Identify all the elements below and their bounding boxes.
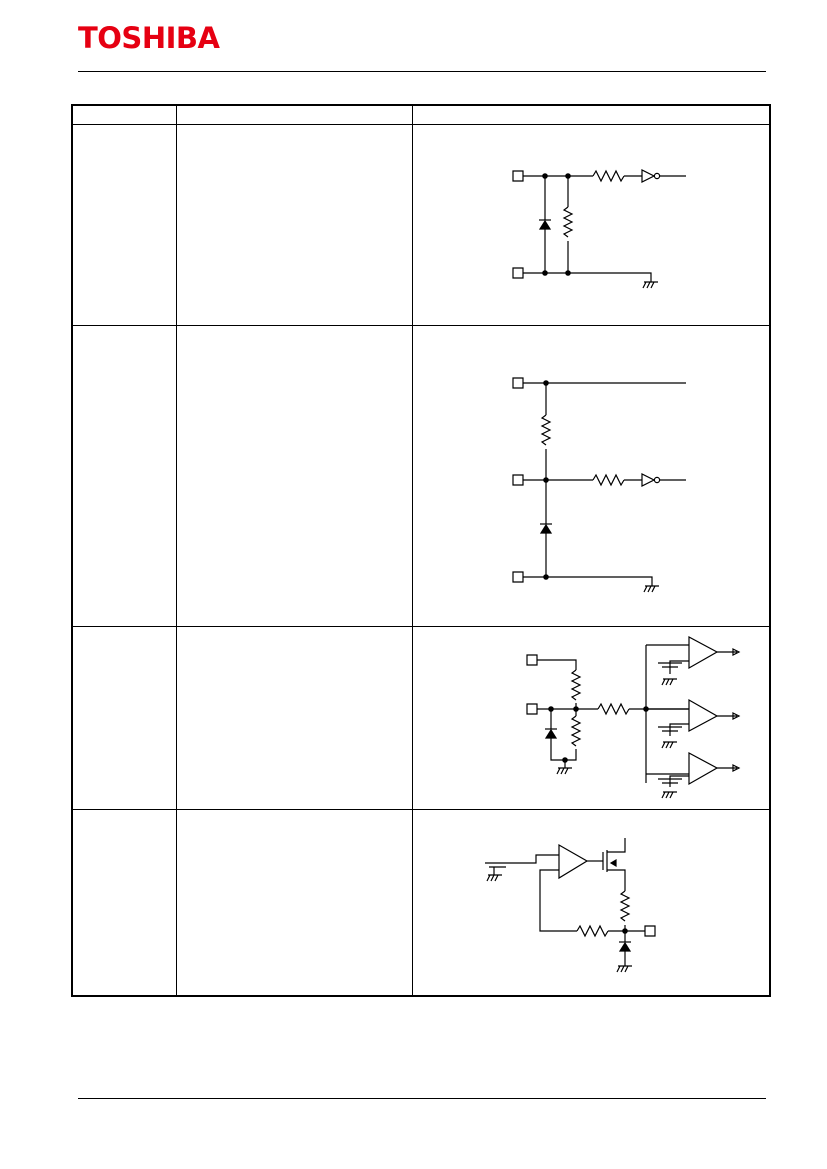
output-arrow xyxy=(717,765,739,771)
reference-source-icon xyxy=(658,727,682,731)
column-divider xyxy=(412,104,413,997)
ground-icon xyxy=(662,792,677,798)
pulldown-resistor xyxy=(564,207,572,237)
ground-icon xyxy=(557,768,572,774)
column-divider xyxy=(176,104,177,997)
junction-dot xyxy=(623,929,627,933)
wire xyxy=(646,645,689,774)
comparator-icon xyxy=(689,637,717,668)
table-border xyxy=(71,104,771,997)
comparator-icon xyxy=(689,700,717,731)
reference-source-icon xyxy=(658,663,682,667)
header-row-divider xyxy=(71,124,771,125)
reference-source-icon xyxy=(485,863,510,867)
pullup-resistor xyxy=(542,415,550,445)
feedback-resistor xyxy=(577,926,608,936)
ground-icon xyxy=(487,875,502,881)
wire xyxy=(565,749,576,760)
feedback-wire xyxy=(540,870,577,931)
output-arrow xyxy=(717,649,739,655)
ground-icon xyxy=(644,586,659,592)
row-divider xyxy=(71,325,771,326)
ground-icon xyxy=(662,742,677,748)
header-rule xyxy=(78,71,766,72)
wire xyxy=(551,738,565,768)
series-resistor xyxy=(598,704,629,714)
divider-resistor-bottom xyxy=(572,716,580,746)
junction-dot xyxy=(543,271,547,275)
output-arrow xyxy=(717,713,739,719)
junction-dot xyxy=(544,381,548,385)
divider-resistor-top xyxy=(572,670,580,700)
junction-dot xyxy=(544,478,548,482)
inverter-buffer-icon xyxy=(642,170,654,182)
junction-dot xyxy=(549,707,553,711)
diode-icon xyxy=(620,943,630,951)
wire xyxy=(523,577,652,586)
junction-dot xyxy=(544,575,548,579)
row-divider xyxy=(71,626,771,627)
inverter-buffer-icon xyxy=(642,474,654,486)
ground-icon xyxy=(617,966,632,972)
row-divider xyxy=(71,809,771,810)
junction-dot xyxy=(563,758,567,762)
ground-icon xyxy=(643,282,658,288)
junction-dot xyxy=(644,707,648,711)
inverter-bubble xyxy=(654,477,659,482)
opamp-icon xyxy=(559,845,587,878)
wire xyxy=(537,660,576,670)
wire xyxy=(510,855,559,863)
mosfet-drain-source xyxy=(607,838,625,891)
wire xyxy=(670,661,689,674)
reference-source-icon xyxy=(658,779,682,783)
ground-icon xyxy=(662,679,677,685)
junction-dot xyxy=(574,707,578,711)
footer-rule xyxy=(78,1098,766,1099)
junction-dot xyxy=(566,271,570,275)
junction-dot xyxy=(543,174,547,178)
inverter-bubble xyxy=(654,173,659,178)
pin-table xyxy=(71,104,771,997)
series-resistor xyxy=(593,475,624,485)
junction-dot xyxy=(566,174,570,178)
comparator-icon xyxy=(689,753,717,784)
terminal-output xyxy=(645,926,655,936)
series-resistor xyxy=(593,171,624,181)
mosfet-arrow-icon xyxy=(611,860,616,866)
wire xyxy=(670,724,689,736)
source-resistor xyxy=(621,891,629,921)
toshiba-logo: TOSHIBA xyxy=(78,21,220,55)
